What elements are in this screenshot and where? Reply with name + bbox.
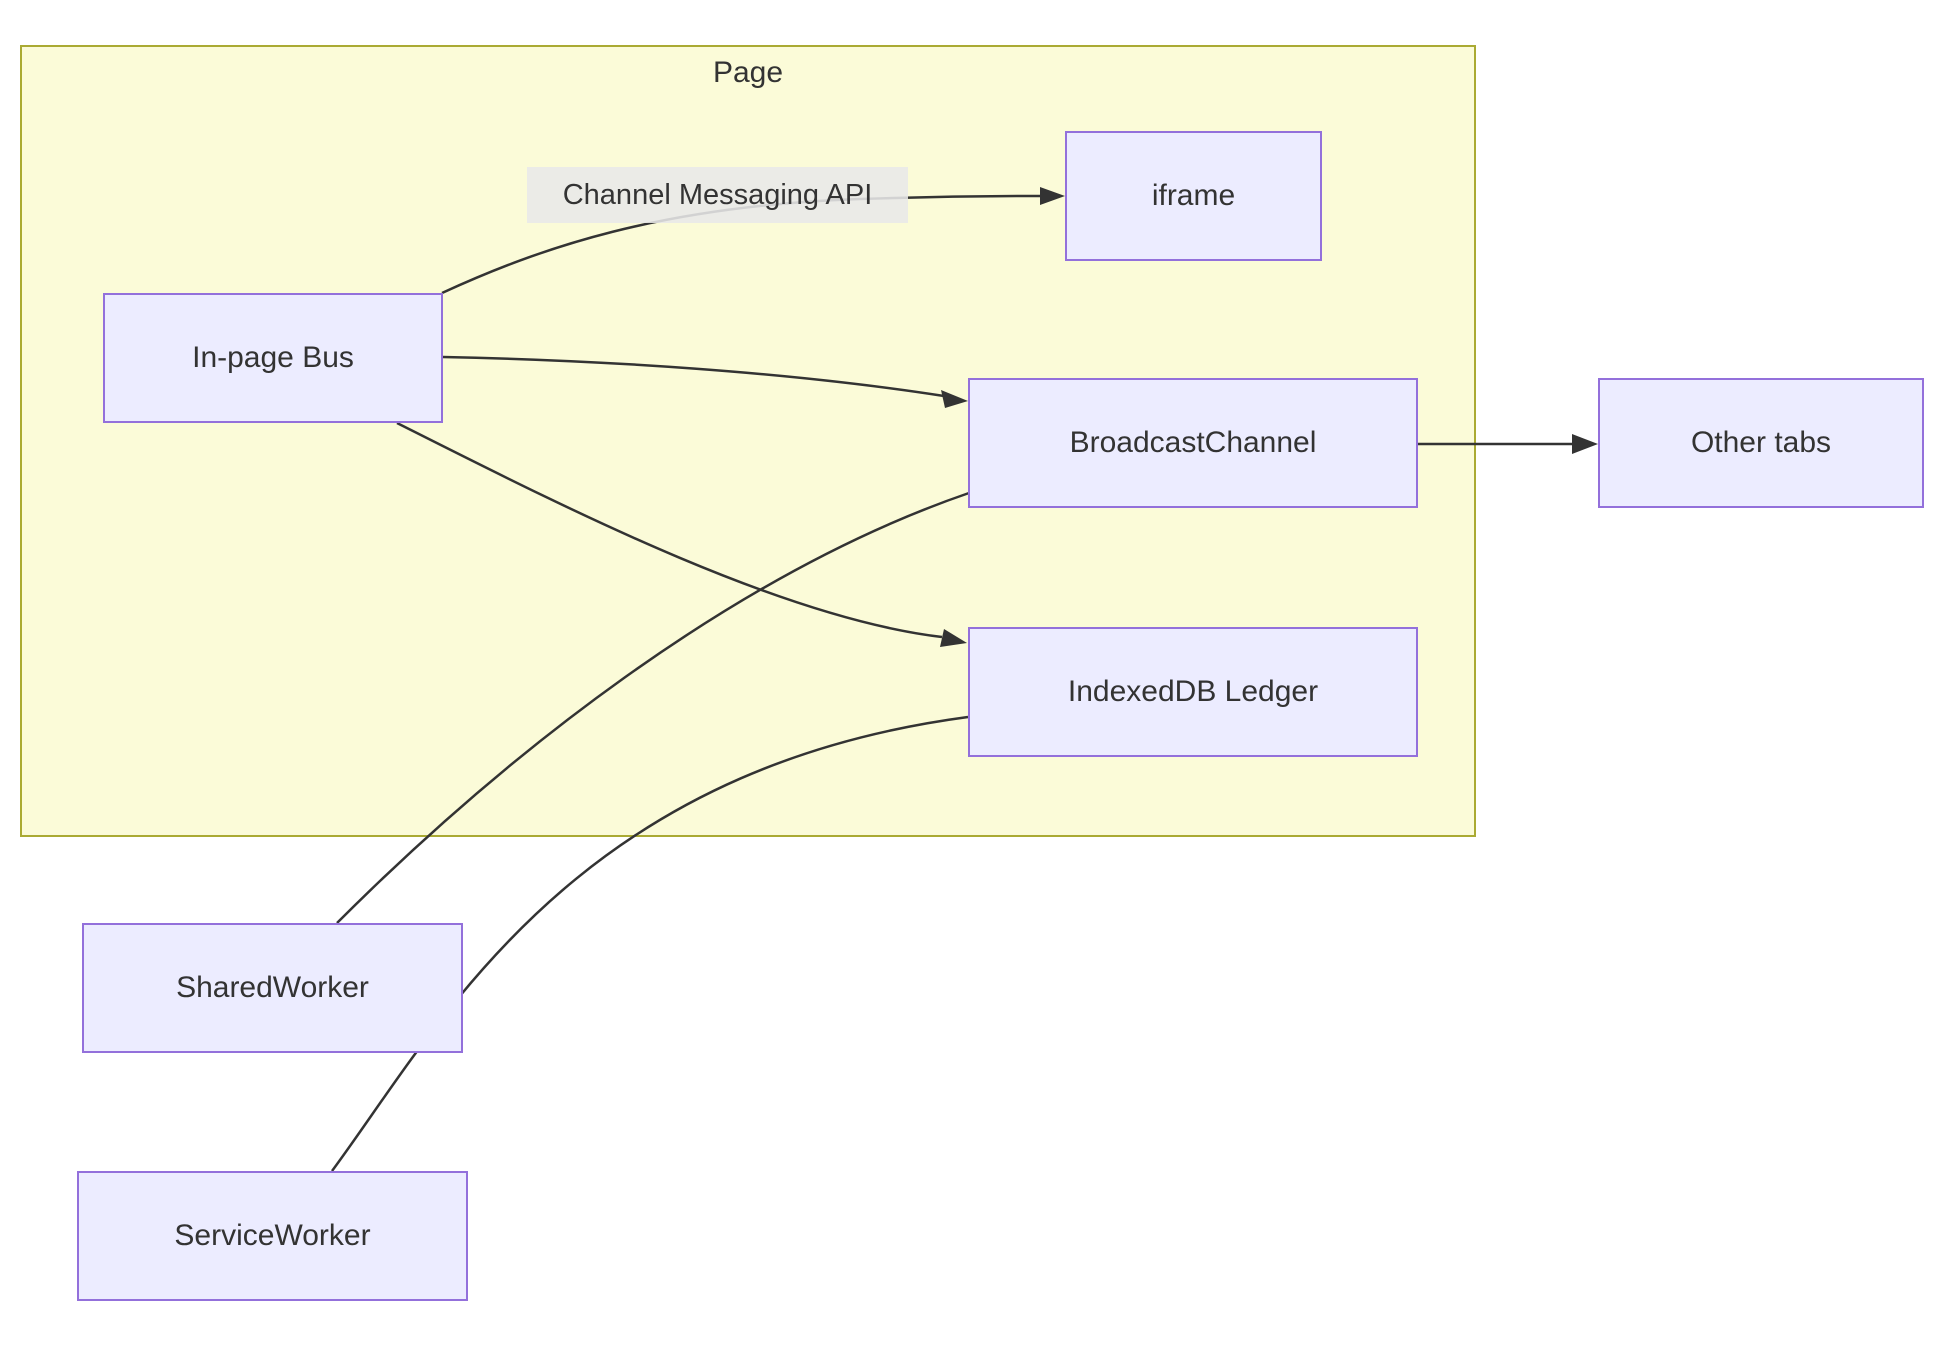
node-in-page-bus: In-page Bus — [103, 293, 443, 423]
node-indexeddb-ledger-label: IndexedDB Ledger — [1067, 675, 1319, 708]
edge-label-text: Channel Messaging API — [562, 178, 873, 211]
edge-sharedworker-broadcastchannel — [336, 491, 970, 924]
arrowhead-broadcastchannel — [941, 390, 968, 408]
node-in-page-bus-label: In-page Bus — [192, 341, 354, 374]
node-iframe-label: iframe — [1151, 179, 1236, 212]
arrowhead-indexeddb — [940, 629, 967, 647]
edge-inpagebus-broadcastchannel — [442, 355, 945, 398]
node-broadcast-channel-label: BroadcastChannel — [1069, 426, 1317, 459]
edge-label-channel-messaging-api: Channel Messaging API — [527, 167, 908, 223]
arrowhead-iframe — [1040, 187, 1065, 205]
node-service-worker-label: ServiceWorker — [174, 1219, 371, 1252]
node-shared-worker: SharedWorker — [82, 923, 463, 1053]
node-iframe: iframe — [1065, 131, 1322, 261]
node-broadcast-channel: BroadcastChannel — [968, 378, 1418, 508]
node-service-worker: ServiceWorker — [77, 1171, 468, 1301]
edge-inpagebus-indexeddb — [396, 421, 943, 639]
node-shared-worker-label: SharedWorker — [176, 971, 369, 1004]
node-other-tabs: Other tabs — [1598, 378, 1924, 508]
node-indexeddb-ledger: IndexedDB Ledger — [968, 627, 1418, 757]
page-subgraph-title: Page — [712, 56, 784, 89]
node-other-tabs-label: Other tabs — [1690, 426, 1832, 459]
edge-serviceworker-indexeddb — [330, 715, 969, 1172]
arrowhead-othertabs — [1572, 434, 1598, 454]
